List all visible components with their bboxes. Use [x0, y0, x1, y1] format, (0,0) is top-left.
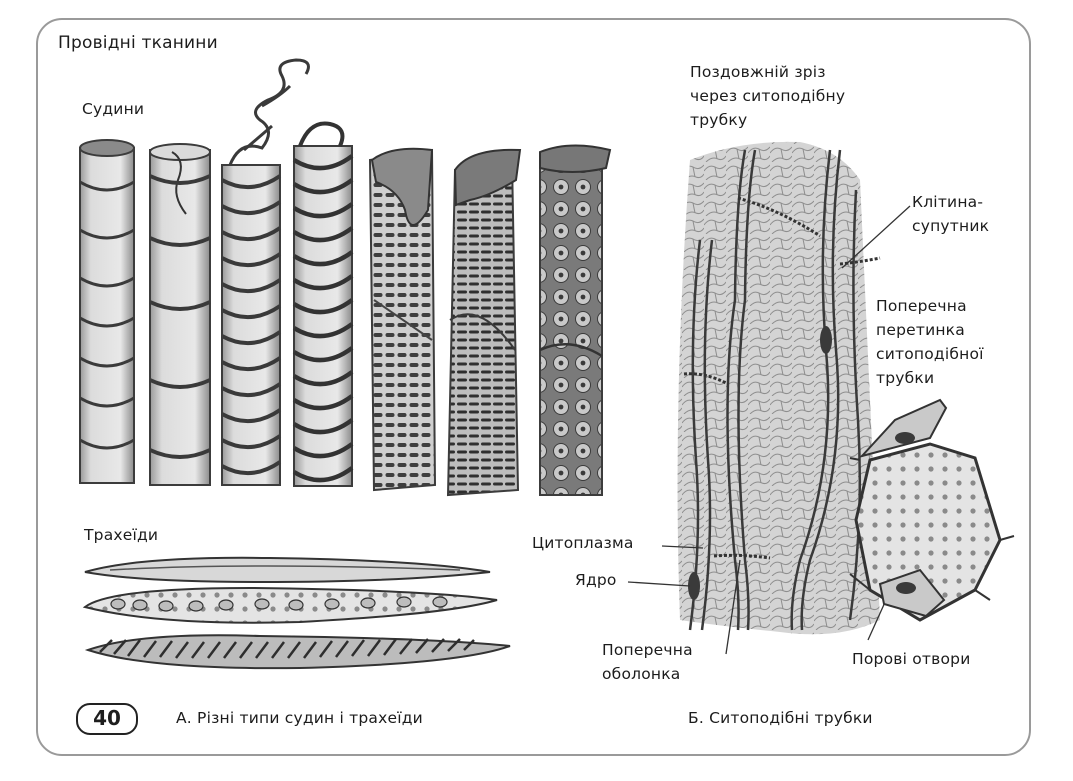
vessels-label: Судини [82, 100, 145, 118]
vessel-pitted [539, 144, 612, 496]
tracheids-label: Трахеїди [84, 526, 159, 544]
caption-b: Б. Ситоподібні трубки [688, 709, 873, 727]
vessel-spiral [221, 58, 310, 486]
sieve-section-caption: Поздовжній зріз через ситоподібну трубку [690, 63, 846, 129]
nucleus-label: Ядро [575, 571, 617, 589]
caption-a: А. Різні типи судин і трахеїди [176, 709, 423, 727]
companion-cell-label: Клітина- супутник [912, 193, 990, 235]
vessel-scalariform [446, 148, 522, 497]
page-title: Провідні тканини [58, 33, 218, 53]
vessel-reticulate [368, 147, 437, 492]
vessel-annular-sparse [149, 143, 211, 486]
cytoplasm-label: Цитоплазма [532, 534, 634, 552]
sieve-tube-section [627, 141, 911, 655]
page-number-badge: 40 [76, 703, 138, 735]
tracheids [82, 556, 511, 670]
cross-wall-label: Поперечна оболонка [602, 641, 693, 683]
sieve-plate-section [849, 398, 1015, 622]
vessel-spiral-tight [292, 121, 354, 487]
vessel-annular [79, 139, 135, 484]
pores-label: Порові отвори [852, 650, 971, 668]
sieve-plate-label: Поперечна перетинка ситоподібної трубки [876, 297, 984, 387]
page-frame [36, 18, 1031, 756]
